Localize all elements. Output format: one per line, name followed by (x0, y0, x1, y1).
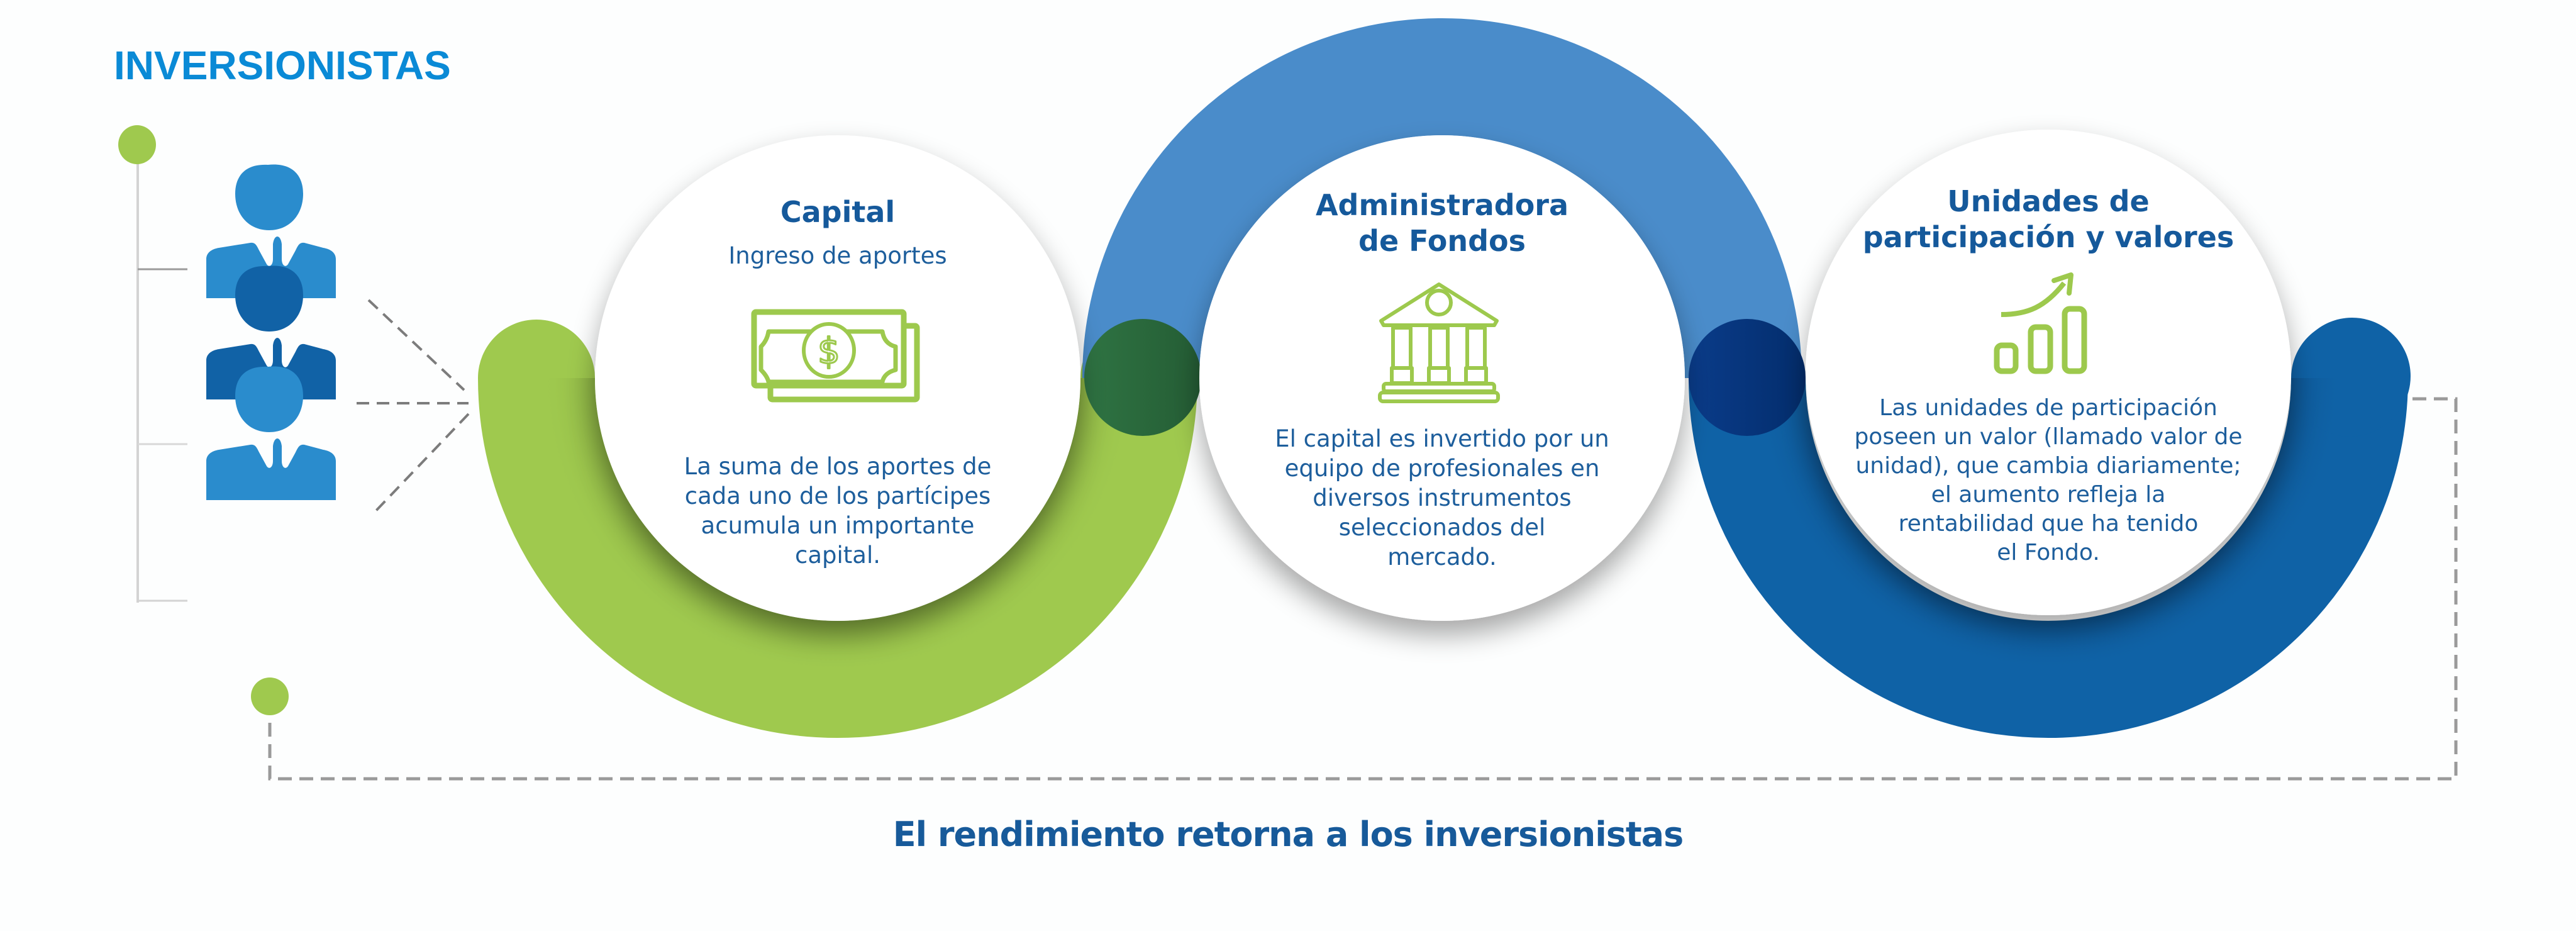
units-body-line: Las unidades de participación (1879, 395, 2218, 421)
admin-title-line-1: Administradora (1315, 188, 1569, 222)
capital-body-line: La suma de los aportes de (684, 453, 992, 480)
units-body-line: el aumento refleja la (1931, 482, 2166, 508)
capital-body-line: capital. (794, 542, 880, 569)
admin-body-line: seleccionados del (1338, 514, 1546, 541)
convergence-dashes (357, 299, 470, 516)
units-body-line: el Fondo. (1997, 540, 2100, 566)
admin-text-block: Administradora de Fondos (1253, 187, 1631, 259)
junction-navy (1689, 319, 1806, 436)
return-path (268, 397, 2458, 781)
units-arc (1689, 318, 2411, 738)
capital-body-line: acumula un importante (701, 512, 975, 539)
return-dot (251, 677, 289, 715)
admin-body-line: diversos instrumentos (1313, 484, 1572, 511)
units-body: Las unidades de participación poseen un … (1847, 394, 2250, 567)
investors-tree (118, 125, 187, 603)
money-bills-icon: $ (751, 309, 920, 403)
capital-body-line: cada uno de los partícipes (684, 482, 991, 510)
investors-title: INVERSIONISTAS (114, 43, 451, 88)
capital-arc (478, 320, 1197, 738)
admin-body: El capital es invertido por un equipo de… (1253, 424, 1631, 572)
admin-circle (1199, 135, 1685, 621)
junction-green (1084, 319, 1201, 436)
admin-body-line: El capital es invertido por un (1275, 425, 1609, 452)
units-body-line: rentabilidad que ha tenido (1898, 511, 2199, 537)
person-icon-3 (206, 366, 336, 500)
capital-text-block: Capital Ingreso de aportes (649, 195, 1026, 269)
bank-building-icon (1378, 282, 1500, 403)
return-caption: El rendimiento retorna a los inversionis… (892, 815, 1684, 854)
admin-body-line: equipo de profesionales en (1284, 455, 1600, 482)
units-body-line: poseen un valor (llamado valor de (1854, 424, 2243, 450)
units-title-line-1: Unidades de (1947, 184, 2150, 218)
capital-body: La suma de los aportes de cada uno de lo… (649, 452, 1026, 570)
units-body-line: unidad), que cambia diariamente; (1855, 453, 2241, 479)
admin-body-line: mercado. (1387, 544, 1497, 571)
svg-text:$: $ (818, 331, 840, 372)
tree-top-dot (118, 125, 156, 164)
admin-arc (1082, 18, 1802, 379)
units-title-line-2: participación y valores (1862, 220, 2235, 254)
capital-subtitle: Ingreso de aportes (728, 242, 947, 270)
units-text-block: Unidades de participación y valores (1847, 184, 2250, 255)
admin-title-line-2: de Fondos (1358, 224, 1526, 258)
growth-chart-icon (1994, 272, 2087, 374)
capital-title: Capital (780, 195, 896, 229)
